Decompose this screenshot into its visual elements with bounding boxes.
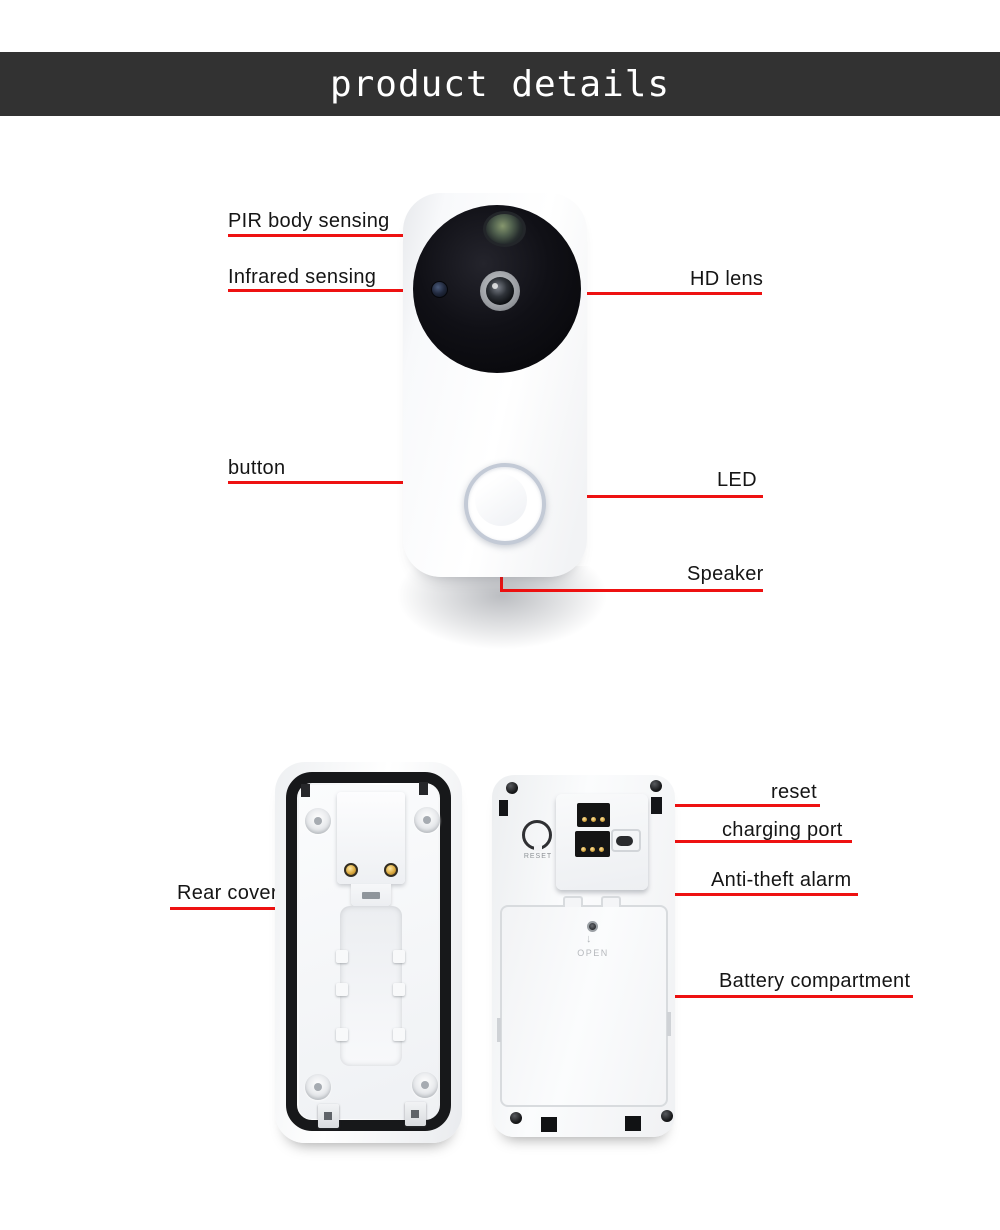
- screw-boss: [414, 807, 440, 833]
- side-notch: [497, 1018, 501, 1042]
- mount-hook: [301, 784, 310, 797]
- side-notch: [667, 1012, 671, 1036]
- open-arrow-icon: ↓: [586, 933, 592, 945]
- channel-tab: [393, 1028, 405, 1041]
- infrared-callout-line: [228, 289, 434, 292]
- hd-lens: [486, 277, 514, 305]
- pir-callout-line: [228, 234, 498, 237]
- mount-hook: [419, 782, 428, 795]
- channel-tab: [393, 950, 405, 963]
- callout-label-pir-body-sensing: PIR body sensing: [228, 210, 390, 232]
- callout-label-infrared-sensing: Infrared sensing: [228, 266, 377, 288]
- battery-door-tab: [601, 896, 621, 907]
- screw-boss: [305, 1074, 331, 1100]
- callout-label-anti-theft-alarm: Anti-theft alarm: [711, 869, 852, 891]
- connector-pin: [581, 847, 586, 852]
- screw: [510, 1112, 522, 1124]
- mount-slot: [499, 800, 508, 816]
- speaker-callout-line-vertical: [500, 574, 503, 592]
- mount-slot: [651, 797, 662, 814]
- reset-marking: RESET: [523, 853, 553, 860]
- battery-door-screw: [587, 921, 598, 932]
- channel-tab: [336, 950, 348, 963]
- connector-pin: [600, 817, 605, 822]
- banner: product details: [0, 52, 1000, 116]
- connector-pin: [591, 817, 596, 822]
- hd-lens-callout-line: [502, 292, 762, 295]
- callout-label-battery-compartment: Battery compartment: [719, 970, 911, 992]
- callout-label-reset: reset: [771, 781, 817, 803]
- charging-contact-pin: [384, 863, 398, 877]
- rubber-gasket: [286, 772, 451, 1131]
- callout-label-rear-cover: Rear cover: [177, 882, 278, 904]
- callout-label-button: button: [228, 457, 286, 479]
- reset-callout-line: [536, 804, 820, 807]
- screw: [661, 1110, 673, 1122]
- channel-tab: [393, 983, 405, 996]
- button-callout-line: [228, 481, 498, 484]
- rubber-foot: [625, 1116, 641, 1131]
- screw-boss: [412, 1072, 438, 1098]
- callout-label-hd-lens: HD lens: [690, 268, 764, 290]
- led-callout-line: [533, 495, 763, 498]
- anti-theft-connector: [575, 831, 610, 857]
- callout-label-charging-port: charging port: [722, 819, 843, 841]
- rail-slot: [362, 892, 380, 899]
- battery-door-tab: [563, 896, 583, 907]
- rubber-foot: [541, 1117, 557, 1132]
- speaker-callout-line: [500, 589, 763, 592]
- page-title: product details: [329, 63, 671, 105]
- callout-label-speaker: Speaker: [687, 563, 764, 585]
- bottom-clip: [405, 1102, 426, 1126]
- anti-theft-connector: [577, 803, 610, 827]
- channel-tab: [336, 1028, 348, 1041]
- connector-pin: [599, 847, 604, 852]
- channel-tab: [336, 983, 348, 996]
- infrared-sensor: [431, 281, 448, 298]
- battery-callout-line: [593, 995, 913, 998]
- connector-pin: [590, 847, 595, 852]
- doorbell-button: [475, 474, 527, 526]
- mounting-channel: [340, 906, 402, 1066]
- callout-label-led: LED: [717, 469, 757, 491]
- battery-compartment-door: [500, 905, 668, 1107]
- charging-port-callout-line: [628, 840, 852, 843]
- lens-glint: [492, 283, 498, 289]
- pir-sensor: [483, 211, 526, 247]
- screw: [506, 782, 518, 794]
- connector-pin: [582, 817, 587, 822]
- anti-theft-callout-line: [590, 893, 858, 896]
- screw-boss: [305, 808, 331, 834]
- charging-contact-pin: [344, 863, 358, 877]
- micro-usb-charging-port: [616, 836, 633, 846]
- screw: [650, 780, 662, 792]
- open-marking: OPEN: [577, 948, 609, 958]
- reset-button: [522, 820, 552, 851]
- bottom-clip: [318, 1104, 339, 1128]
